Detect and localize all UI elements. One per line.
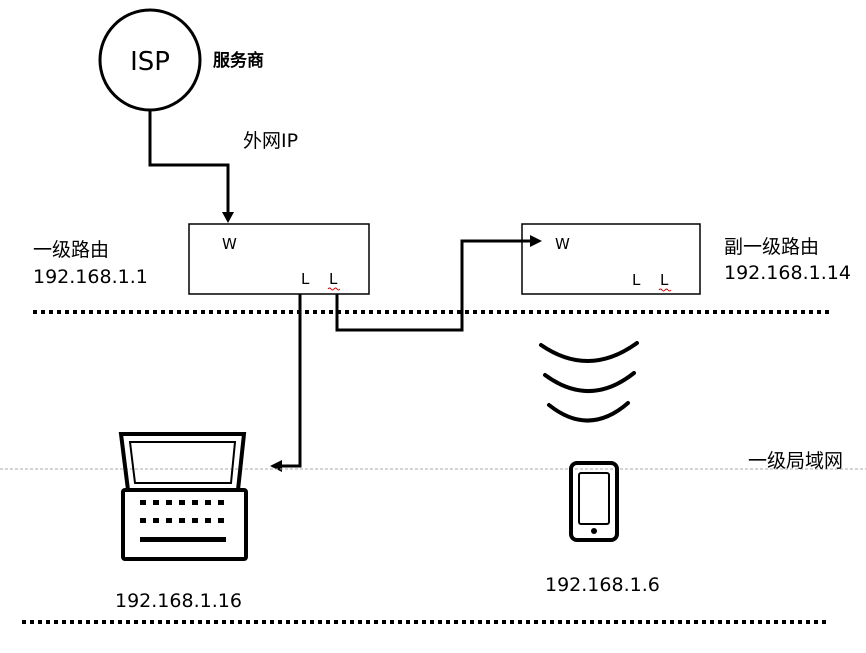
phone-screen [578,472,610,525]
phone-ip: 192.168.1.6 [545,574,660,596]
isp-node: ISP [98,8,202,112]
spellcheck-underline [327,287,341,291]
laptop-link-arrowhead [270,460,282,472]
primary-router-lan-port-2: L [329,270,338,288]
secondary-router-lan-port-2: L [660,271,669,289]
spellcheck-underline [658,288,672,292]
laptop-icon [118,432,248,561]
primary-router: W L L [188,223,370,295]
isp-label: ISP [130,47,170,77]
router-link [335,239,531,332]
isp-provider-label: 服务商 [213,50,264,71]
secondary-router: W L L [521,223,701,295]
secondary-router-name: 副一级路由 [724,236,819,258]
router-link-arrowhead [530,235,542,247]
laptop-keys [140,500,226,542]
wifi-icon [539,341,639,423]
wifi-wave-2 [543,371,636,393]
laptop-screen [128,441,237,484]
primary-router-box [188,223,370,295]
secondary-router-wan-port: W [555,235,570,253]
wan-link-arrowhead [222,212,234,223]
secondary-router-ip: 192.168.1.14 [724,262,851,284]
phone-icon [569,461,619,542]
primary-router-lan-port-1: L [301,270,310,288]
lan-label: 一级局域网 [748,450,843,472]
wan-link [148,110,230,213]
primary-router-name: 一级路由 [33,239,109,261]
wifi-wave-1 [539,341,639,363]
secondary-router-box [521,223,701,295]
laptop-base [121,488,248,561]
laptop-link [281,294,302,468]
wifi-wave-3 [547,401,630,423]
phone-home-button [591,528,597,534]
wan-label: 外网IP [243,130,298,152]
primary-router-ip: 192.168.1.1 [33,266,148,288]
secondary-router-lan-port-1: L [632,271,641,289]
primary-router-wan-port: W [222,235,237,253]
laptop-ip: 192.168.1.16 [115,590,242,612]
phone-body [569,461,619,542]
